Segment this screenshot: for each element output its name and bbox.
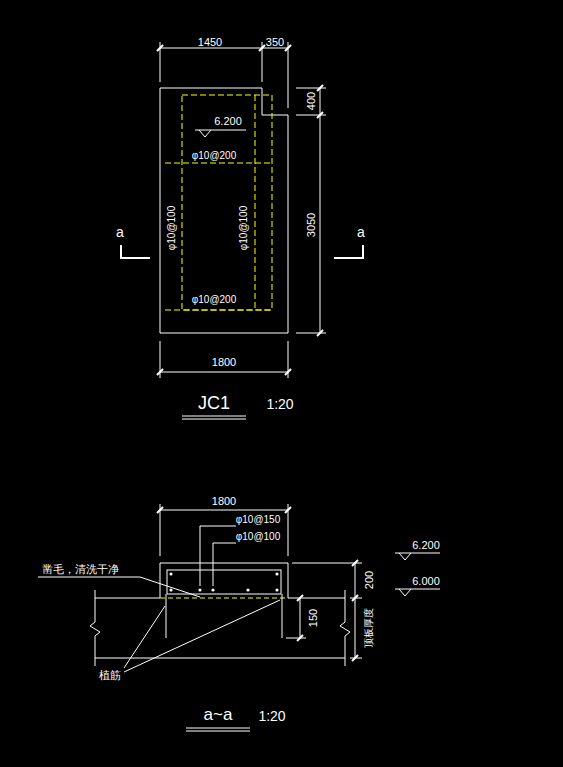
rebar-label: φ10@200	[192, 151, 236, 161]
note: 顶板厚度	[364, 608, 374, 648]
dimension: 1800	[212, 496, 236, 507]
dimension: 1800	[212, 357, 236, 368]
note: 植筋	[99, 670, 121, 681]
note: 凿毛，清洗干净	[42, 564, 119, 575]
rebar-label: φ10@100	[167, 206, 177, 250]
rebar-label: φ10@200	[192, 295, 236, 305]
level-value: 6.200	[214, 116, 242, 127]
dimension: 150	[308, 609, 319, 627]
scale: 1:20	[266, 397, 293, 411]
rebar-label: φ10@150	[236, 515, 280, 525]
level-value: 6.200	[412, 540, 440, 551]
drawing-title: a~a	[204, 706, 233, 723]
scale: 1:20	[258, 709, 285, 723]
drawing-title: JC1	[198, 394, 230, 412]
rebar-label: φ10@100	[236, 532, 280, 542]
section-mark: a	[116, 225, 124, 239]
dimension: 1450	[198, 37, 222, 48]
dimension: 400	[306, 92, 317, 110]
rebar-label: φ10@100	[239, 206, 249, 250]
section-mark: a	[357, 225, 365, 239]
dimension: 3050	[306, 213, 317, 237]
dimension: 200	[364, 571, 375, 589]
level-value: 6.000	[412, 576, 440, 587]
dimension: 350	[266, 37, 284, 48]
